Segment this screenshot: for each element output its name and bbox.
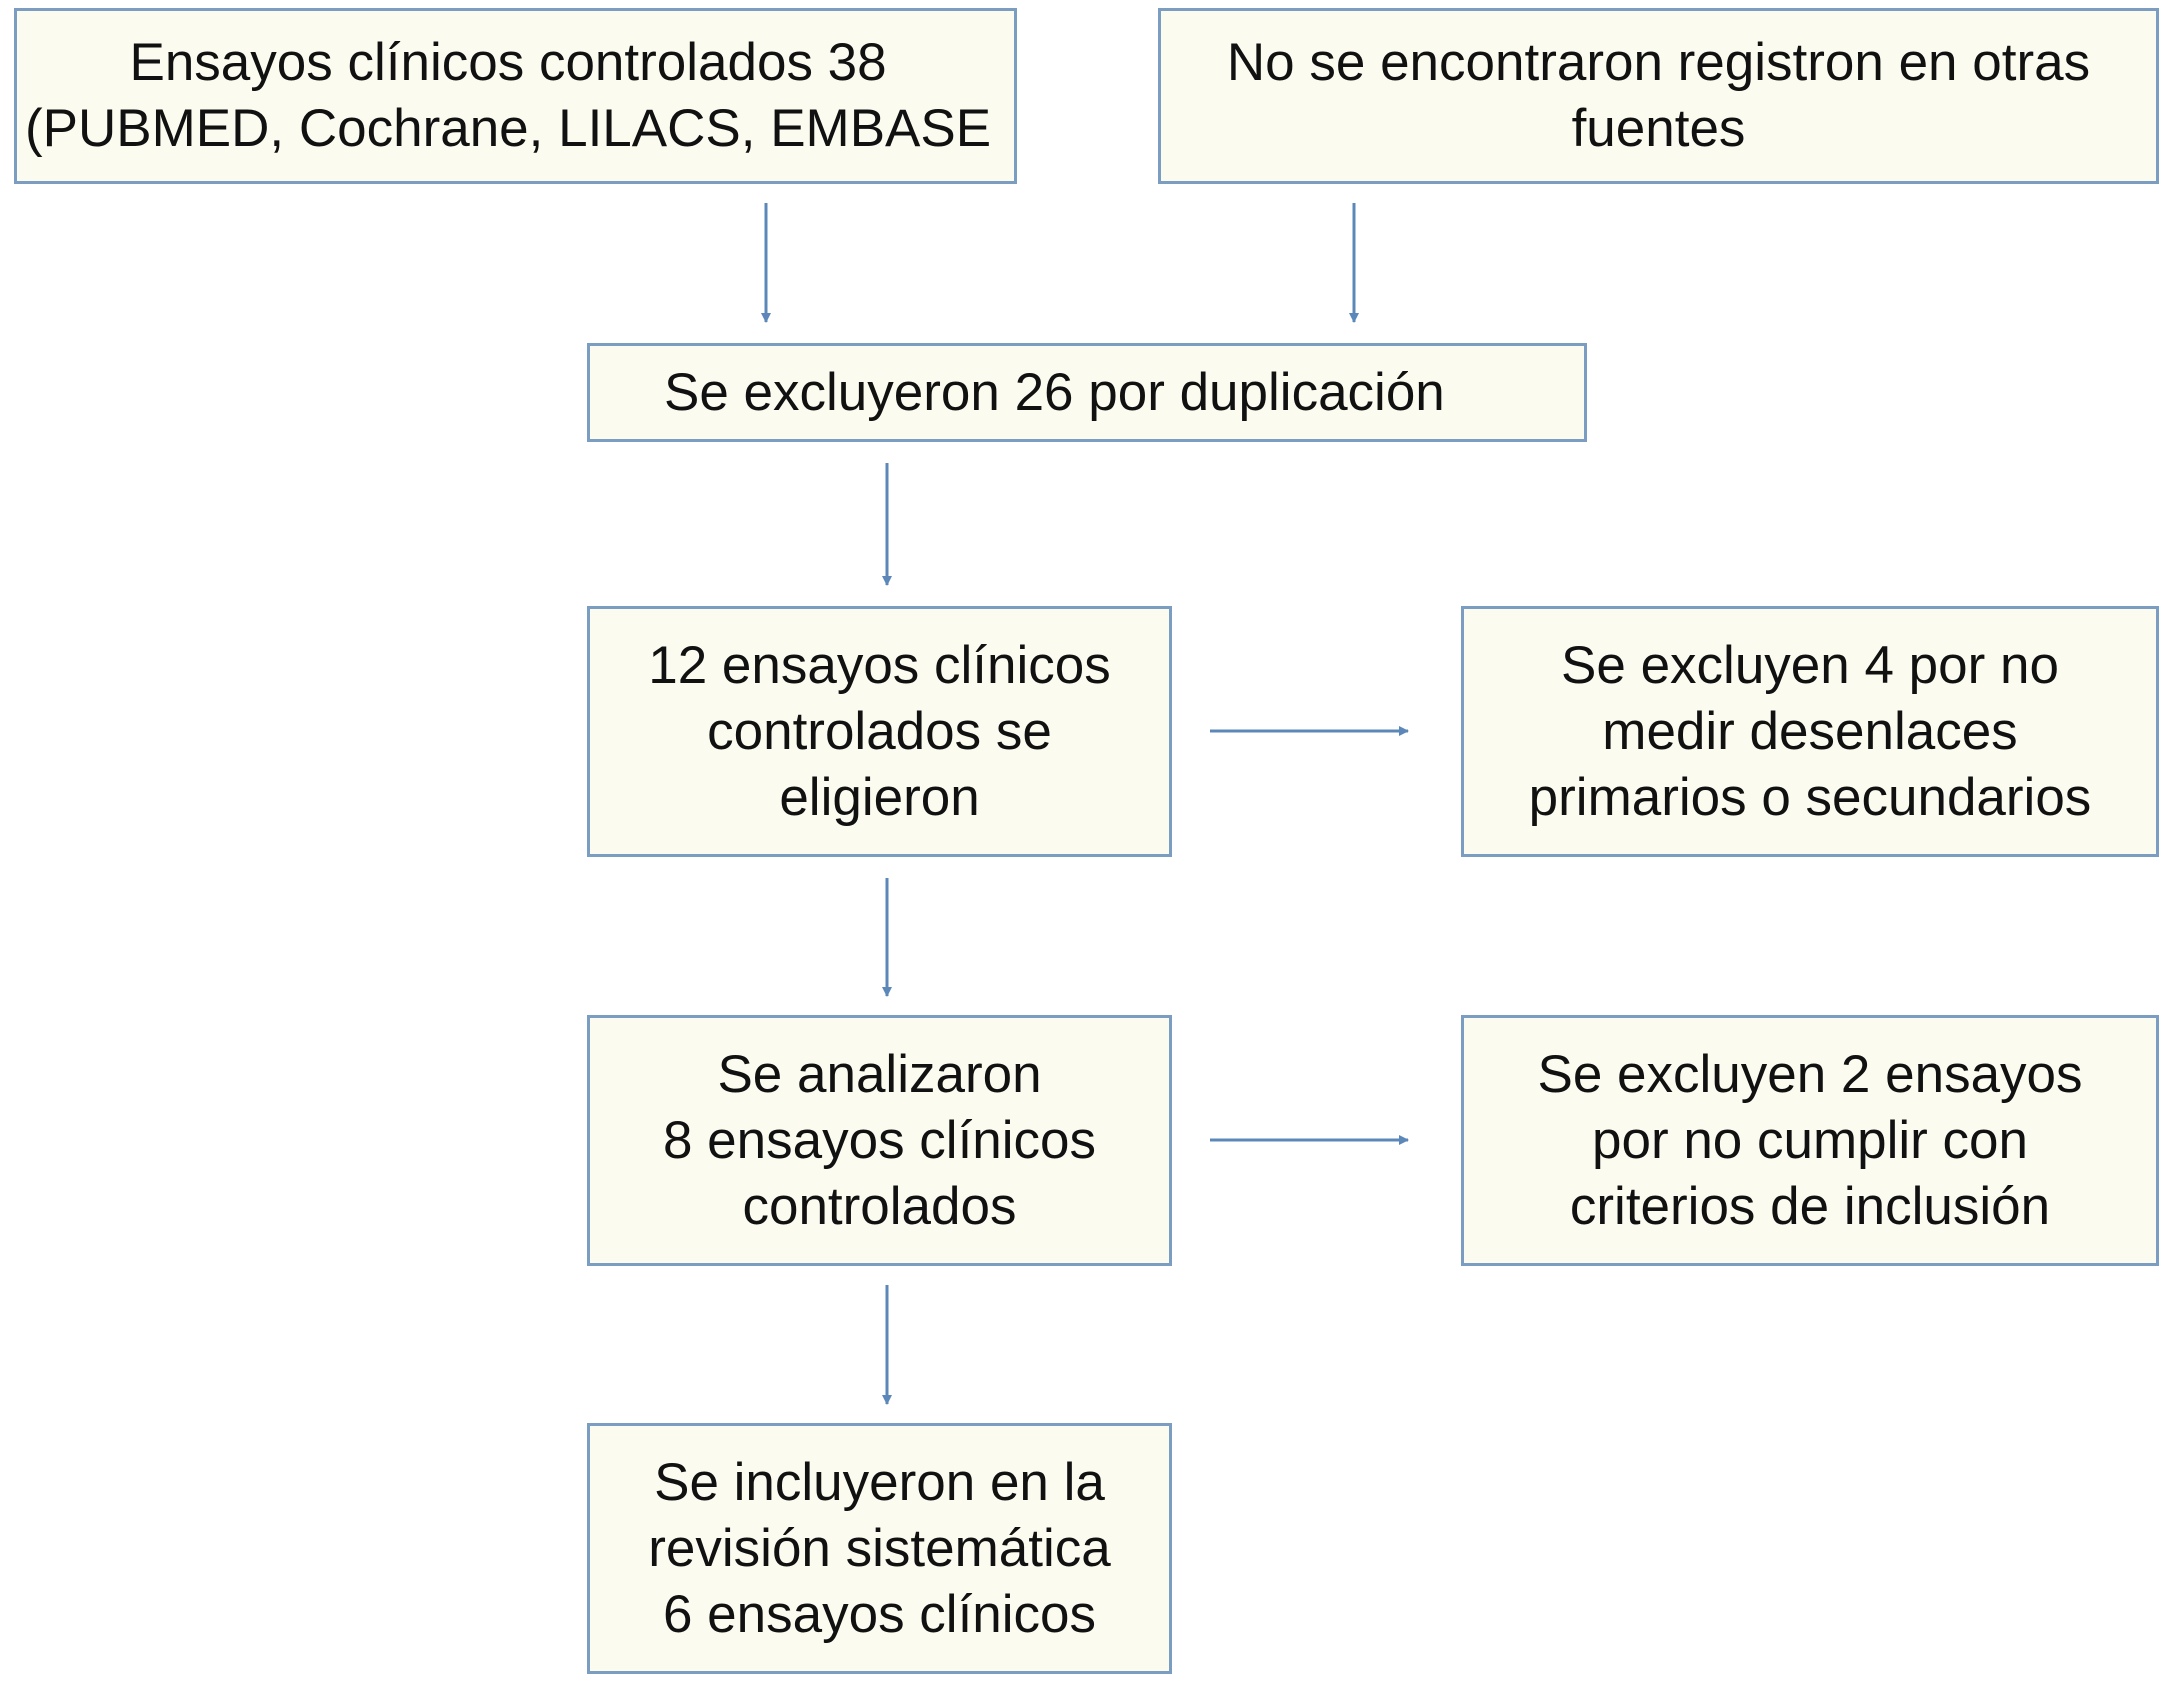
box-line: fuentes bbox=[1571, 99, 1746, 158]
box-line: 12 ensayos clínicos bbox=[648, 635, 1111, 695]
box-line: primarios o secundarios bbox=[1528, 767, 2092, 827]
box-line: controlados se bbox=[707, 701, 1052, 761]
box-trials-analyzed: Se analizaron 8 ensayos clínicos control… bbox=[587, 1015, 1172, 1266]
box-line: por no cumplir con bbox=[1592, 1110, 2028, 1170]
box-line: 6 ensayos clínicos bbox=[662, 1584, 1097, 1644]
box-excluded-duplicates: Se excluyeron 26 por duplicación bbox=[587, 343, 1587, 442]
box-line: eligieron bbox=[779, 767, 980, 827]
box-line: 8 ensayos clínicos bbox=[662, 1110, 1097, 1170]
box-line: controlados bbox=[742, 1176, 1017, 1236]
box-line: criterios de inclusión bbox=[1569, 1176, 2051, 1236]
box-excluded-outcomes: Se excluyen 4 por no medir desenlaces pr… bbox=[1461, 606, 2159, 857]
box-line: No se encontraron registron en otras bbox=[1226, 33, 2091, 92]
box-line: Se incluyeron en la bbox=[654, 1452, 1105, 1512]
box-included-review: Se incluyeron en la revisión sistemática… bbox=[587, 1423, 1172, 1674]
box-line: Se excluyeron 26 por duplicación bbox=[664, 362, 1445, 422]
box-line: Se excluyen 4 por no bbox=[1561, 635, 2059, 695]
box-line: Ensayos clínicos controlados 38 bbox=[129, 33, 887, 92]
box-excluded-criteria: Se excluyen 2 ensayos por no cumplir con… bbox=[1461, 1015, 2159, 1266]
box-trials-chosen: 12 ensayos clínicos controlados se eligi… bbox=[587, 606, 1172, 857]
box-line: medir desenlaces bbox=[1602, 701, 2018, 761]
box-clinical-trials-sources: Ensayos clínicos controlados 38 (PUBMED,… bbox=[14, 8, 1017, 184]
box-other-sources: No se encontraron registron en otras fue… bbox=[1158, 8, 2159, 184]
box-line: revisión sistemática bbox=[648, 1518, 1111, 1578]
box-line: Se analizaron bbox=[717, 1044, 1042, 1104]
box-line: (PUBMED, Cochrane, LILACS, EMBASE bbox=[25, 99, 992, 158]
box-line: Se excluyen 2 ensayos bbox=[1537, 1044, 2083, 1104]
